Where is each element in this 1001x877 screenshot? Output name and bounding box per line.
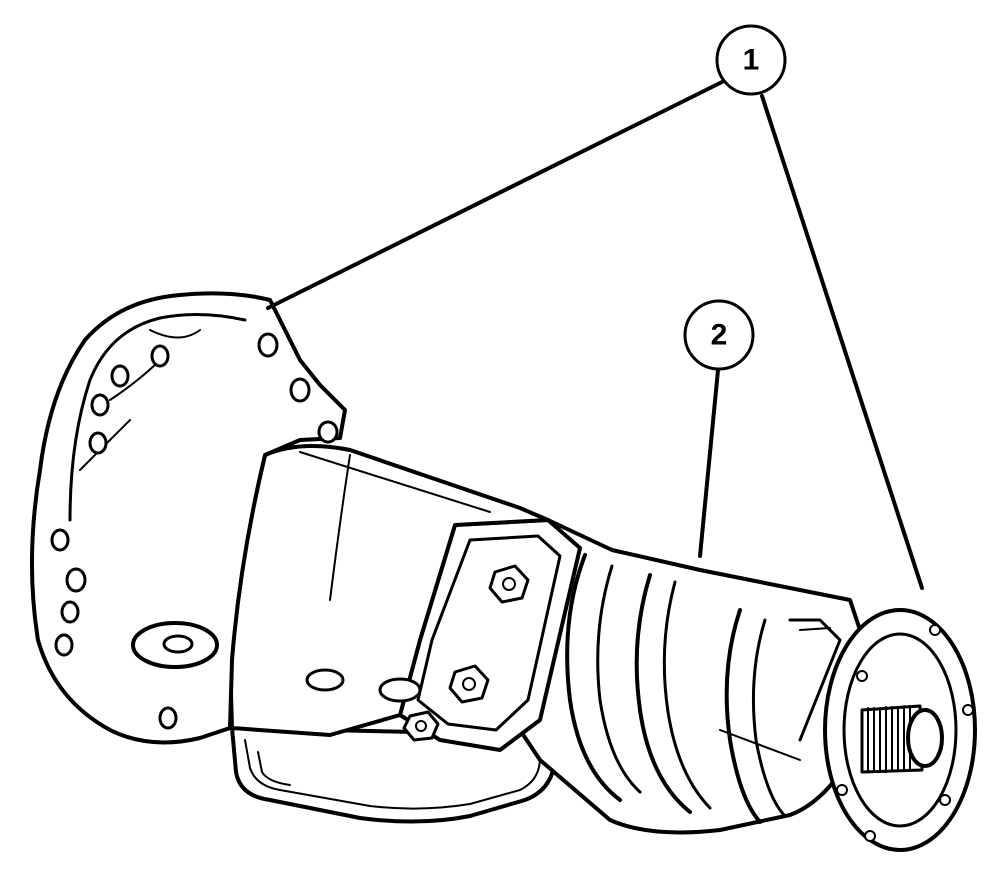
leader-lines [266,80,924,590]
port-boss [305,668,422,703]
callout-2-label: 2 [711,319,728,352]
leader-line-2-to-tail-housing [698,368,720,558]
bell-bolt-hole [50,528,70,552]
bolt [448,664,490,704]
side-cover [398,518,582,752]
flange-hole [939,794,951,806]
bell-bolt-hole [257,332,279,358]
output-shaft [860,704,944,774]
bell-housing [30,291,422,745]
flange-hole [864,830,876,842]
flange-hole [836,784,848,796]
leader-line-1-to-bell-housing [266,80,724,310]
bell-bolt-hole [289,377,311,403]
bell-bolt-hole [317,420,339,444]
callout-1: 1 [715,24,787,96]
leader-line-1-to-output-flange [760,94,924,590]
bell-bolt-hole [90,393,110,417]
flange-hole [929,624,941,636]
bell-boss [131,621,219,669]
callout-2: 2 [683,299,755,371]
bell-bolt-hole [60,600,80,624]
bell-bolt-hole [110,364,130,388]
bell-bolt-hole [65,567,87,593]
flange-hole [856,670,868,682]
bell-bolt-hole [88,431,108,455]
flange-hole [962,704,974,716]
bell-bolt-hole [158,706,178,730]
bell-bolt-hole [150,344,170,368]
callout-1-label: 1 [743,44,760,77]
bolt [488,564,530,604]
oil-pan [230,726,557,824]
transmission-illustration [30,291,977,852]
bell-bolt-hole [54,633,74,657]
bolt [402,710,440,742]
